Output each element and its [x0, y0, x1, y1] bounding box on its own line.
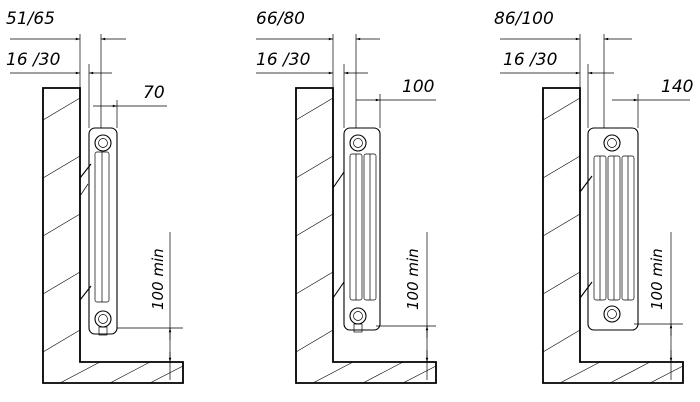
- offset-label: 16 /30: [256, 50, 310, 70]
- wall-hatching: [295, 97, 437, 384]
- width-label: 140: [661, 77, 693, 97]
- radiator-body: [88, 127, 118, 335]
- wall-hatching: [42, 97, 184, 384]
- floor-clearance-label: 100 min: [149, 248, 167, 310]
- floor-clearance-label: 100 min: [648, 248, 666, 310]
- bottom-connection: [603, 305, 621, 323]
- bottom-connection: [349, 307, 367, 325]
- panel-three-column: 86/100 16 /30 140 100 min: [494, 9, 693, 384]
- offset-label: 16 /30: [503, 50, 557, 70]
- depth-label: 51/65: [6, 9, 55, 29]
- top-connection: [349, 134, 367, 152]
- top-connection: [603, 134, 621, 152]
- top-connection: [94, 134, 112, 152]
- offset-label: 16 /30: [6, 50, 60, 70]
- wall-floor-outline: [295, 87, 437, 384]
- wall-floor-outline: [542, 87, 684, 384]
- width-label: 70: [143, 83, 165, 103]
- panel-two-column: 66/80 16 /30 100 100 min: [256, 9, 437, 384]
- bottom-connection: [94, 310, 112, 328]
- depth-label: 66/80: [256, 9, 305, 29]
- panel-one-column: 51/65 16 /30 70 100 min: [6, 9, 184, 384]
- wall-hatching: [542, 97, 684, 384]
- wall-floor-outline: [42, 87, 184, 384]
- radiator-body: [587, 127, 639, 331]
- width-label: 100: [402, 77, 434, 97]
- floor-clearance-label: 100 min: [404, 248, 422, 310]
- depth-label: 86/100: [494, 9, 554, 29]
